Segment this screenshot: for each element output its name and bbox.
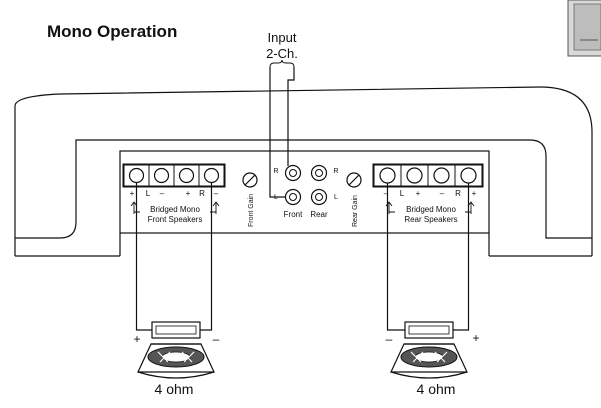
input-wire-left — [269, 67, 286, 198]
rca-rear-right-jack[interactable] — [310, 164, 328, 182]
rear-terminal-label-6: + — [472, 189, 477, 198]
front-terminal-label-6: – — [214, 189, 219, 198]
front-terminal-3[interactable] — [178, 167, 195, 184]
rear-terminal-3[interactable] — [433, 167, 450, 184]
front-gain-label: Front Gain — [248, 194, 255, 227]
rca-row-label-r-right: R — [333, 168, 338, 175]
rear-speaker-plus-label: + — [472, 331, 479, 345]
front-gain-knob[interactable] — [242, 172, 258, 188]
rear-terminal-label-5: R — [455, 189, 461, 198]
input-channels-label: 2-Ch. — [266, 46, 298, 61]
rear-gain-knob[interactable] — [346, 172, 362, 188]
rca-rear-label: Rear — [310, 210, 328, 219]
rear-gain-label: Rear Gain — [352, 195, 359, 227]
rear-gain-knob-slot — [348, 174, 360, 186]
front-terminal-4[interactable] — [203, 167, 220, 184]
rca-front-label: Front — [284, 210, 303, 219]
rear-terminal-label-2: L — [400, 189, 405, 198]
front-terminal-label-1: + — [130, 189, 135, 198]
cropped-figure-fragment — [567, 0, 601, 57]
front-terminal-label-2: L — [146, 189, 151, 198]
rear-terminal-2[interactable] — [406, 167, 423, 184]
rear-speaker-minus-label: – — [386, 332, 393, 346]
rear-speaker-icon — [390, 321, 468, 379]
front-terminal-label-4: + — [186, 189, 191, 198]
rear-speakers-label: Rear Speakers — [404, 215, 457, 224]
rear-terminal-block — [372, 163, 484, 188]
rear-terminal-label-3: + — [416, 189, 421, 198]
front-terminal-2[interactable] — [153, 167, 170, 184]
rear-speaker-impedance: 4 ohm — [417, 381, 456, 397]
front-speaker-icon — [137, 321, 215, 379]
front-speaker-wire-minus — [200, 183, 213, 331]
front-terminal-label-3: – — [160, 189, 165, 198]
front-terminal-block — [122, 163, 226, 188]
front-speakers-label: Front Speakers — [148, 215, 203, 224]
rca-rear-left-jack[interactable] — [310, 188, 328, 206]
front-speaker-plus-label: + — [133, 332, 140, 346]
input-brace — [269, 59, 295, 68]
rca-row-label-l-right: L — [334, 194, 338, 201]
input-label: Input — [268, 30, 297, 45]
rca-row-label-r-left: R — [273, 168, 278, 175]
amplifier-body — [14, 86, 593, 257]
front-bridged-mono-label: Bridged Mono — [150, 205, 200, 214]
front-gain-knob-slot — [244, 174, 256, 186]
front-speaker-impedance: 4 ohm — [155, 381, 194, 397]
front-speaker-wire-plus — [135, 183, 152, 331]
rear-terminal-label-4: – — [440, 189, 445, 198]
rca-front-right-jack[interactable] — [284, 164, 302, 182]
rear-speaker-wire-minus — [386, 183, 405, 331]
rear-speaker-wire-plus — [453, 183, 470, 331]
diagram-title: Mono Operation — [47, 22, 177, 41]
front-speaker-minus-label: – — [213, 332, 220, 346]
front-terminal-1[interactable] — [128, 167, 145, 184]
front-terminal-label-5: R — [199, 189, 205, 198]
rear-bridged-mono-label: Bridged Mono — [406, 205, 456, 214]
rear-terminal-label-1: – — [384, 189, 389, 198]
input-wire-right — [287, 67, 295, 166]
